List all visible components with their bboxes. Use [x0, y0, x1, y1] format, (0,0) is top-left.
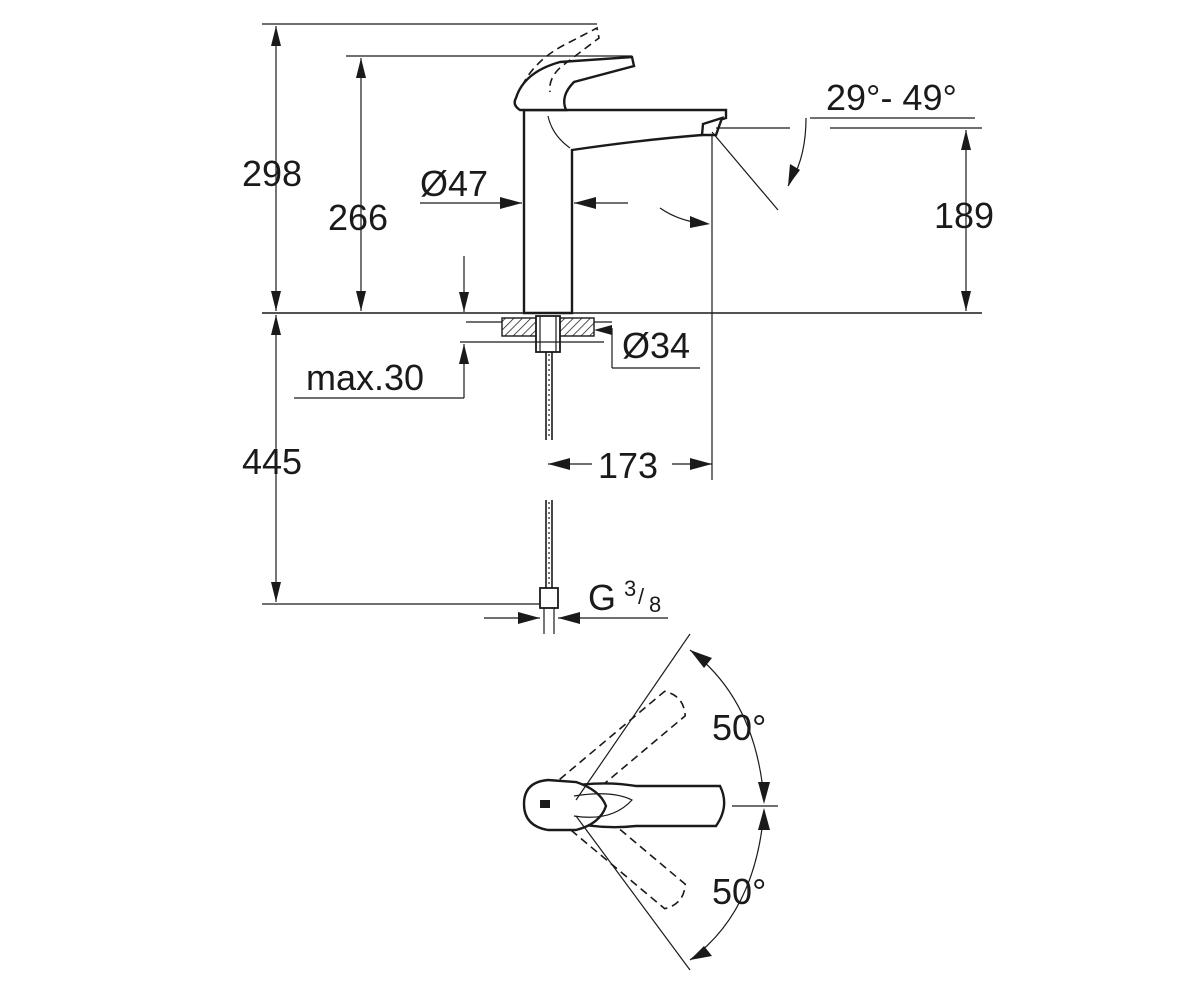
- lever: [513, 55, 636, 112]
- top-view-lever-highlight: [573, 793, 633, 818]
- supply-hose-upper: [545, 352, 553, 440]
- deck-section-right: [557, 317, 595, 337]
- dim-body-height: 266: [328, 197, 388, 238]
- dim-spout-angle: 29°- 49°: [826, 77, 957, 118]
- dim-spout-reach: 173: [598, 445, 658, 486]
- dim-lever-angle-up: 50°: [712, 707, 766, 748]
- lever-rotated-down-outline: [548, 786, 687, 910]
- faucet-body: [522, 108, 728, 315]
- dim-max-thickness: max.30: [306, 357, 424, 398]
- dim-connection-denominator: 8: [649, 592, 661, 617]
- dim-hose-length: 445: [242, 441, 302, 482]
- dim-lever-angle-down: 50°: [712, 871, 766, 912]
- spout-inner-line: [547, 115, 571, 149]
- dim-connection-thread: G: [588, 577, 616, 618]
- dim-mount-hole: Ø34: [622, 325, 690, 366]
- top-view-indicator: [540, 800, 550, 808]
- lever-raised-outline: [521, 26, 600, 93]
- dim-connection-numerator: 3: [624, 576, 636, 601]
- aerator: [700, 116, 724, 137]
- dim-total-height: 298: [242, 153, 302, 194]
- side-view: 298 266 Ø47 29°- 49° 189: [242, 23, 994, 634]
- top-view: 50° 50°: [522, 633, 778, 971]
- spray-cone-line: [711, 131, 779, 211]
- dim-connection-slash: /: [638, 584, 645, 609]
- dim-body-diameter: Ø47: [420, 163, 488, 204]
- dim-spout-height: 189: [934, 195, 994, 236]
- supply-hose-lower: [545, 500, 553, 588]
- lever-rotated-up-outline: [548, 690, 687, 814]
- hose-connector: [539, 587, 559, 609]
- deck-section-left: [501, 317, 539, 337]
